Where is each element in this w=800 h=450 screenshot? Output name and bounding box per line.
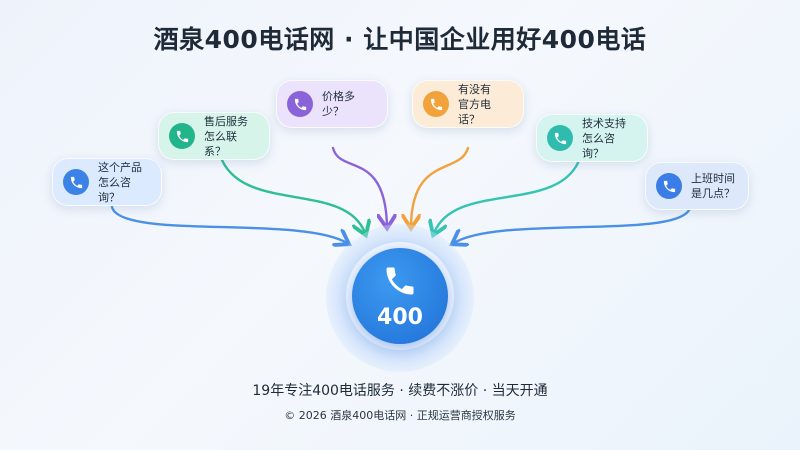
phone-icon <box>656 173 682 199</box>
question-text: 有没有 官方电话？ <box>458 82 491 126</box>
question-bubble-aftersales: 售后服务 怎么联系？ <box>158 112 270 160</box>
question-bubble-price: 价格多少？ <box>276 80 388 128</box>
phone-icon <box>169 123 195 149</box>
hub-400: 400 <box>352 248 448 344</box>
question-bubble-official: 有没有 官方电话？ <box>412 80 524 128</box>
arrow-q5 <box>434 156 582 233</box>
tagline: 19年专注400电话服务 · 续费不涨价 · 当天开通 <box>252 383 548 399</box>
question-text: 上班时间 是几点？ <box>691 172 735 200</box>
arrow-q6 <box>454 206 692 243</box>
question-text: 这个产品 怎么咨询？ <box>98 160 142 204</box>
question-text: 技术支持 怎么咨询？ <box>582 116 626 160</box>
question-bubble-hours: 上班时间 是几点？ <box>645 162 749 210</box>
question-text: 价格多少？ <box>322 90 355 118</box>
page-title: 酒泉400电话网 · 让中国企业用好400电话 <box>153 25 647 54</box>
footer-copyright: © 2026 酒泉400电话网 · 正规运营商授权服务 <box>284 409 516 422</box>
phone-icon <box>287 91 313 117</box>
phone-icon <box>423 91 449 117</box>
arrow-q4 <box>411 146 470 226</box>
question-text: 售后服务 怎么联系？ <box>204 114 248 158</box>
phone-icon <box>63 169 89 195</box>
question-bubble-support: 技术支持 怎么咨询？ <box>536 114 648 162</box>
phone-icon <box>547 125 573 151</box>
arrow-q1 <box>110 205 347 243</box>
hub-label: 400 <box>377 304 423 330</box>
arrow-q2 <box>218 153 365 233</box>
question-bubble-product: 这个产品 怎么咨询？ <box>52 158 162 206</box>
arrow-q3 <box>331 146 387 226</box>
phone-icon <box>382 263 418 303</box>
